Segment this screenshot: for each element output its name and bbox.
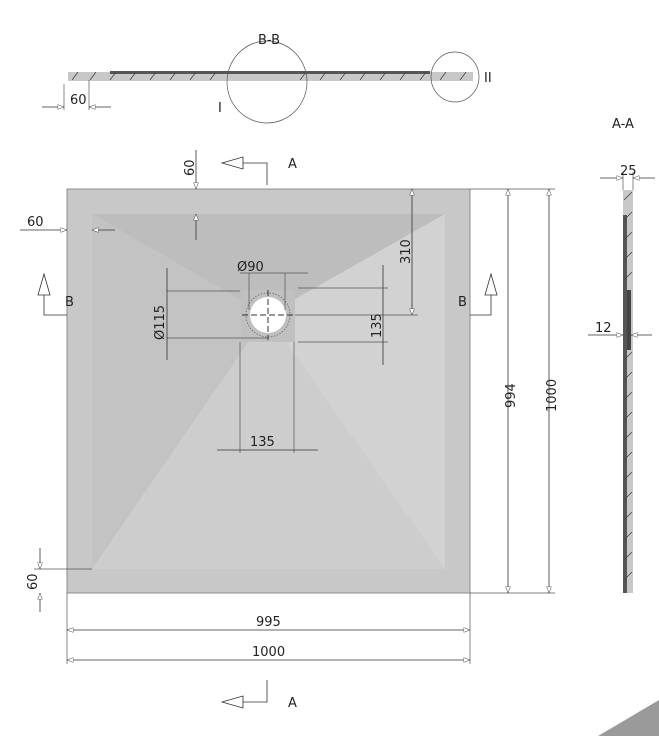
slope-right [267,214,445,569]
inner-width-dim: 995 [256,615,281,630]
bottom-margin-dim: 60 [26,573,41,590]
svg-text:B: B [458,295,467,310]
outer-height-dim: 1000 [545,379,560,412]
svg-text:A: A [288,157,297,172]
svg-text:A: A [288,696,297,711]
detail-circle-2 [430,51,480,103]
slope-bottom [92,315,445,569]
section-a-marker-top: A [220,156,297,185]
section-bb-body [68,72,473,81]
bb-edge-dim: 60 [70,93,87,108]
section-bb-surface [110,71,430,74]
hatching [71,71,467,81]
drain-depth-dim: 12 [595,321,612,336]
drain-square-height-dim: 135 [370,313,385,338]
section-aa-view: 25 12 [588,164,655,593]
thickness-dim: 25 [620,164,637,179]
section-b-marker-right: B [458,272,498,316]
slope-top [92,214,445,315]
drain-outer-diameter-dim: Ø115 [153,305,168,340]
detail-1-label: I [218,101,222,116]
inner-height-dim: 994 [504,383,519,408]
left-margin-dim: 60 [27,215,44,230]
top-margin-dim: 60 [183,159,198,176]
section-aa-label: A-A [612,117,634,132]
corner-decoration [598,700,659,736]
drain-offset-dim: 310 [399,239,414,264]
section-aa-body [623,190,633,593]
section-a-marker-bottom: A [220,680,297,711]
slope-left [92,214,267,569]
section-bb-view: B-B I II 60 [42,33,492,124]
detail-circle-1 [226,40,308,124]
outer-width-dim: 1000 [252,645,285,660]
drain-diameter-dim: Ø90 [237,260,264,275]
drain-hole [250,297,286,333]
detail-2-label: II [484,71,492,86]
svg-text:B: B [65,295,74,310]
section-b-marker-left: B [37,272,74,316]
dimension-lines: 60 60 60 310 Ø90 Ø115 135 135 994 1000 [20,150,560,664]
drain-square-width-dim: 135 [250,435,275,450]
section-bb-label: B-B [258,33,280,48]
plate-top-view [66,188,471,594]
